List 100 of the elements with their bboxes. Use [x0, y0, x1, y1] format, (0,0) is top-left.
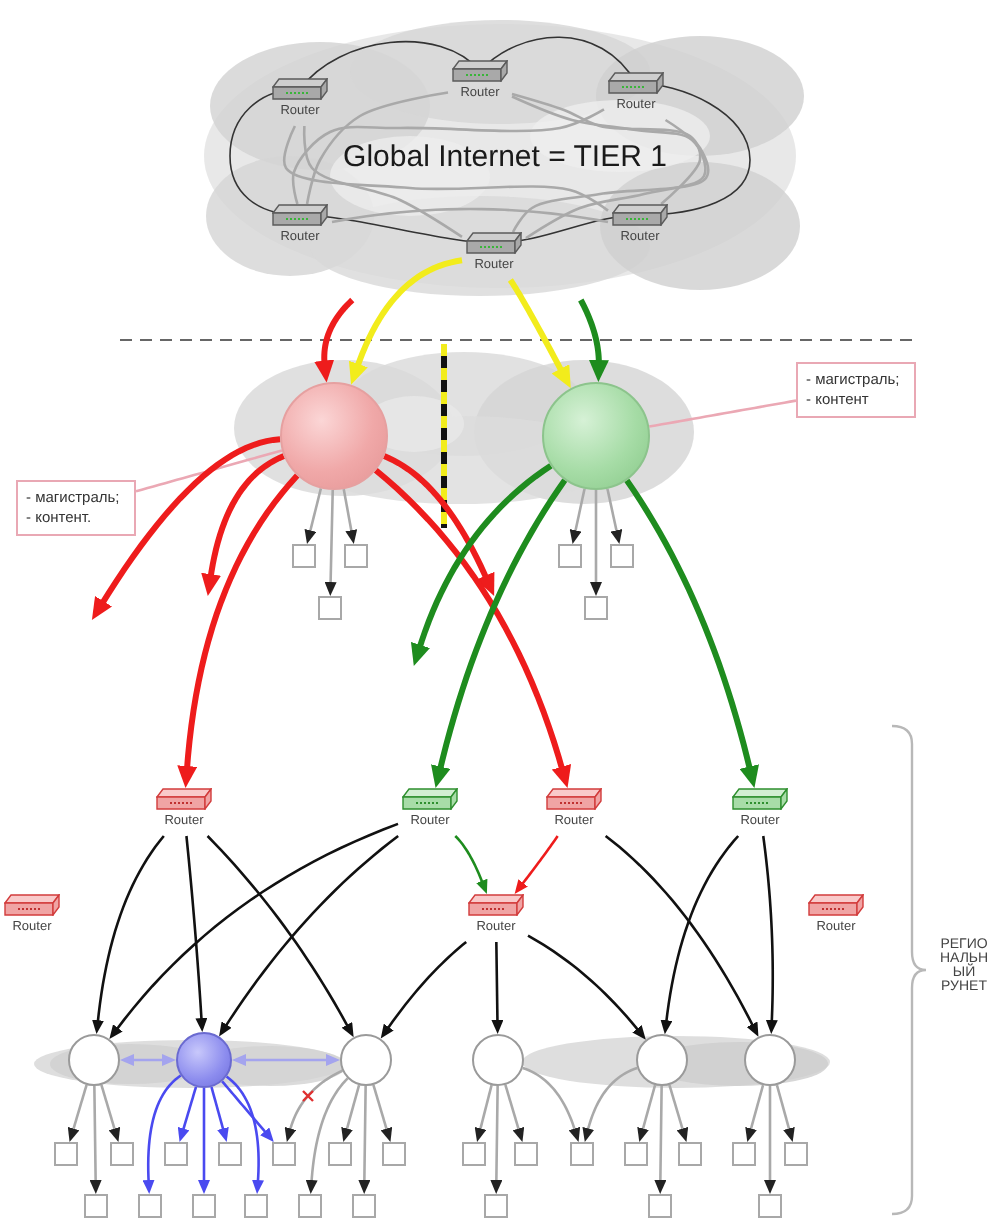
- arrow: [210, 1086, 229, 1141]
- leader-line: [135, 449, 283, 493]
- arrow: [219, 834, 399, 1036]
- arrow: [305, 1077, 349, 1193]
- arrow: [654, 1086, 667, 1193]
- arrow: [201, 453, 286, 595]
- network-node: [68, 1034, 120, 1086]
- arrow: [660, 835, 740, 1033]
- arrow: [304, 487, 323, 543]
- arrow: [314, 297, 355, 382]
- arrow: [225, 1075, 264, 1193]
- arrow: [504, 1084, 525, 1141]
- terminal-box: [484, 1194, 508, 1218]
- link-line: [511, 118, 710, 233]
- arrow: [142, 1074, 182, 1193]
- terminal-box: [558, 544, 582, 568]
- link-line: [511, 92, 702, 205]
- arrow: [761, 835, 778, 1033]
- terminal-box: [352, 1194, 376, 1218]
- arrow: [185, 835, 208, 1031]
- terminal-box: [54, 1142, 78, 1166]
- arrow: [668, 1084, 689, 1141]
- callout-box: [16, 480, 136, 536]
- terminal-box: [244, 1194, 268, 1218]
- terminal-box: [272, 1142, 296, 1166]
- network-node: [340, 1034, 392, 1086]
- arrow: [121, 1054, 175, 1066]
- link-line: [305, 91, 449, 205]
- arrow: [221, 1080, 273, 1141]
- arrow: [507, 278, 571, 388]
- network-node: [744, 1034, 796, 1086]
- arrow: [177, 473, 300, 787]
- arrow: [745, 1084, 765, 1141]
- link-line: [511, 95, 707, 240]
- arrow: [764, 1086, 776, 1193]
- arrow: [358, 1086, 371, 1193]
- terminal-box: [648, 1194, 672, 1218]
- link-line: [291, 108, 605, 205]
- arrow: [100, 1084, 121, 1141]
- arrow: [515, 835, 559, 893]
- arrow: [624, 478, 760, 787]
- arrow: [342, 488, 358, 543]
- terminal-box: [344, 544, 368, 568]
- terminal-box: [584, 596, 608, 620]
- link-line: [283, 125, 609, 212]
- link-line: [331, 207, 609, 224]
- arrow: [110, 822, 399, 1038]
- terminal-box: [318, 596, 342, 620]
- terminal-box: [732, 1142, 756, 1166]
- arrow: [474, 1084, 493, 1141]
- arrow: [490, 1086, 503, 1193]
- arrow: [410, 463, 553, 665]
- terminal-box: [164, 1142, 188, 1166]
- arrow: [341, 1084, 361, 1141]
- arrow: [348, 257, 463, 384]
- terminal-box: [298, 1194, 322, 1218]
- arrow: [569, 488, 586, 543]
- arrow: [177, 1086, 198, 1141]
- callout-box: [796, 362, 916, 418]
- leader-line: [648, 399, 797, 428]
- terminal-box: [624, 1142, 648, 1166]
- arrow: [775, 1084, 795, 1141]
- link-line: [302, 125, 463, 239]
- terminal-box: [110, 1142, 134, 1166]
- terminal-box: [218, 1142, 242, 1166]
- arrow: [522, 1066, 581, 1141]
- arrow: [604, 834, 758, 1036]
- arrow: [381, 941, 468, 1038]
- arrow: [198, 1088, 210, 1193]
- arrow: [67, 1084, 88, 1141]
- terminal-box: [758, 1194, 782, 1218]
- arrow: [372, 1084, 393, 1141]
- arrow: [527, 934, 645, 1039]
- network-cloud: [200, 16, 810, 300]
- network-node: [472, 1034, 524, 1086]
- arrow: [233, 1054, 339, 1066]
- arrow: [382, 453, 495, 595]
- arrow: [89, 1086, 102, 1193]
- arrow: [92, 835, 165, 1033]
- arrow: [206, 835, 353, 1036]
- cloud-title: Global Internet = TIER 1: [343, 140, 667, 176]
- arrow: [92, 436, 281, 619]
- arrow: [324, 489, 337, 595]
- arrow: [430, 478, 568, 787]
- arrow: [637, 1084, 657, 1141]
- terminal-box: [570, 1142, 594, 1166]
- terminal-box: [514, 1142, 538, 1166]
- arrow: [578, 298, 609, 381]
- arrow: [454, 835, 488, 893]
- arrow: [284, 1069, 343, 1141]
- terminal-box: [328, 1142, 352, 1166]
- terminal-box: [292, 544, 316, 568]
- terminal-box: [84, 1194, 108, 1218]
- arrow: [582, 1066, 638, 1141]
- terminal-box: [610, 544, 634, 568]
- terminal-box: [192, 1194, 216, 1218]
- arrow: [606, 488, 623, 543]
- terminal-box: [462, 1142, 486, 1166]
- arrow: [491, 942, 504, 1033]
- terminal-box: [138, 1194, 162, 1218]
